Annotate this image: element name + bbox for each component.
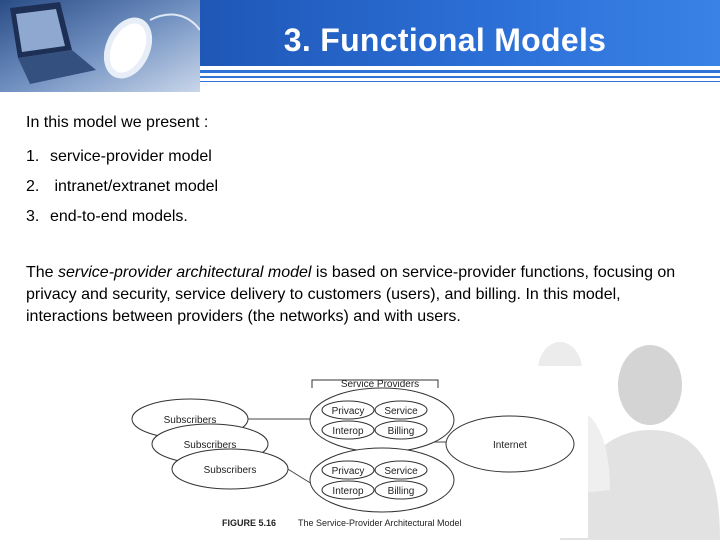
privacy-label: Privacy [332,406,365,417]
slide-header: 3. Functional Models [0,0,720,92]
interop-label: Interop [332,426,364,437]
header-stripe [200,81,720,82]
subscribers-label: Subscribers [204,465,257,476]
list-text: end-to-end models. [50,208,188,225]
billing-node [374,420,428,440]
internet-node [445,415,575,473]
provider-node-bottom [309,447,455,513]
paragraph-rest: is based on service-provider functions, … [26,264,676,325]
intro-text: In this model we present : [26,114,209,131]
billing-node [374,480,428,500]
paragraph-lead: The [26,264,59,281]
list-item: 3. end-to-end models. [26,208,188,226]
list-item: 1. service-provider model [26,148,212,166]
privacy-node [321,400,375,420]
subscribers-label: Subscribers [184,440,237,451]
paragraph-emphasis: service-provider architectural model [58,264,312,281]
list-text: service-provider model [50,148,212,165]
group-bracket [311,379,439,388]
billing-label: Billing [388,486,415,497]
caption-number: FIGURE 5.16 [222,518,276,528]
service-label: Service [384,406,418,417]
header-stripe [200,76,720,78]
description-paragraph: The service-provider architectural model… [26,262,706,328]
header-stripe [200,70,720,73]
list-text: intranet/extranet model [50,178,219,195]
list-number: 3. [26,208,40,225]
list-item: 2. intranet/extranet model [26,178,218,196]
laptop-mouse-photo-icon [0,0,200,92]
service-node [374,460,428,480]
subscribers-node [171,448,289,490]
subscribers-label: Subscribers [164,415,217,426]
interop-node [321,480,375,500]
list-number: 2. [26,178,40,195]
internet-label: Internet [493,440,527,451]
title-bar [200,0,720,66]
privacy-node [321,460,375,480]
service-node [374,400,428,420]
interop-node [321,420,375,440]
slide-title: 3. Functional Models [283,22,607,58]
service-label: Service [384,466,418,477]
service-provider-diagram: Service Providers Subscribers Subscriber… [120,366,588,538]
interop-label: Interop [332,486,364,497]
list-number: 1. [26,148,40,165]
privacy-label: Privacy [332,466,365,477]
diagram-svg: Service Providers Subscribers Subscriber… [120,366,588,538]
group-label: Service Providers [341,379,419,390]
provider-node-top [309,387,455,453]
caption-text: The Service-Provider Architectural Model [298,518,462,528]
billing-label: Billing [388,426,415,437]
